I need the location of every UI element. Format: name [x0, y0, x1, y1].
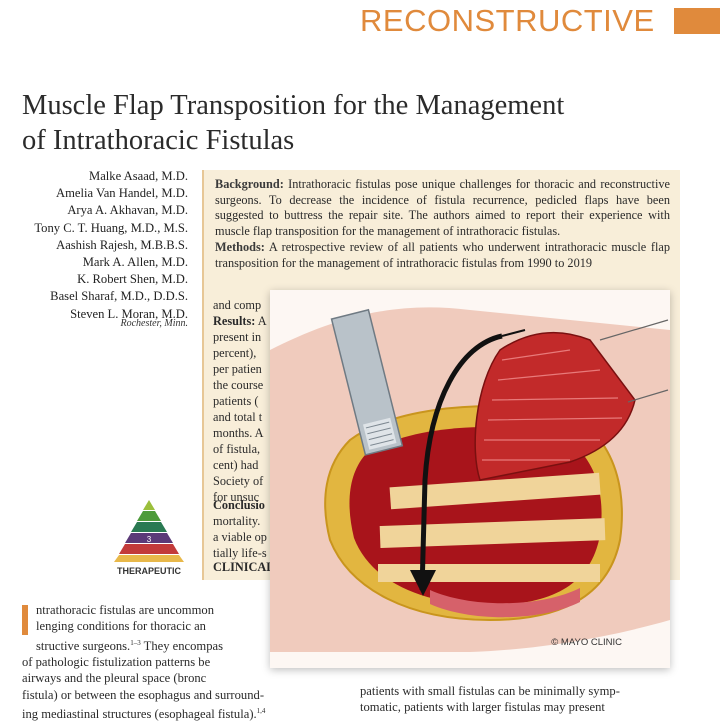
author: Amelia Van Handel, M.D.	[56, 186, 188, 201]
article-title: Muscle Flap Transposition for the Manage…	[22, 88, 682, 158]
results-heading: Results:	[213, 314, 256, 328]
evidence-label: THERAPEUTIC	[117, 566, 182, 576]
surgical-illustration: © MAYO CLINIC	[270, 290, 670, 668]
abstract-fragment: percent),	[213, 346, 257, 360]
author-list: Malke Asaad, M.D. Amelia Van Handel, M.D…	[10, 168, 188, 323]
author: K. Robert Shen, M.D.	[77, 272, 188, 287]
body-text-column: ntrathoracic fistulas are uncommon lengi…	[22, 602, 340, 722]
abstract-text: Background: Intrathoracic fistulas pose …	[215, 177, 670, 271]
dropcap-bar	[22, 605, 28, 635]
abstract-fragment: months. A	[213, 426, 264, 440]
title-line-1: Muscle Flap Transposition for the Manage…	[22, 90, 565, 121]
body-line: structive surgeons.	[36, 638, 131, 653]
arrow-icon	[419, 333, 503, 591]
abstract-fragment: a viable op	[213, 530, 267, 544]
body-line-right: patients with small fistulas can be mini…	[360, 684, 620, 698]
author: Aashish Rajesh, M.B.B.S.	[56, 237, 188, 252]
abstract-fragment: of fistula,	[213, 442, 261, 456]
abstract-fragment: per patien	[213, 362, 262, 376]
clinical-label: CLINICAL	[213, 560, 275, 574]
abstract-fragment: present in	[213, 330, 262, 344]
author-location: Rochester, Minn.	[120, 318, 189, 329]
body-line: of pathologic fistulization patterns be	[22, 655, 211, 670]
citation: 1,4	[256, 706, 266, 715]
abstract-fragment: and total t	[213, 410, 263, 424]
body-line: ntrathoracic fistulas are uncommon	[36, 603, 214, 617]
abstract-fragment: cent) had	[213, 458, 259, 472]
results-line: Results: A	[213, 314, 275, 330]
evidence-level-number: 3	[147, 535, 152, 544]
section-accent-bar	[674, 8, 720, 34]
abstract-background: Background: Intrathoracic fistulas pose …	[215, 177, 670, 240]
body-line: fistula) or between the esophagus and su…	[22, 687, 265, 702]
body-line-right: tomatic, patients with larger fistulas m…	[360, 700, 605, 714]
methods-heading: Methods:	[215, 239, 265, 254]
results-fragment: A	[257, 314, 267, 328]
background-text: Intrathoracic fistulas pose unique chall…	[215, 177, 670, 239]
abstract-methods: Methods: A retrospective review of all p…	[215, 240, 670, 271]
evidence-level-pyramid: 3 THERAPEUTIC	[110, 498, 188, 576]
author: Steven L. Moran, M.D.	[70, 306, 188, 321]
abstract-fragment: Society of	[213, 474, 264, 488]
surgical-illustration-art	[270, 290, 670, 668]
author: Arya A. Akhavan, M.D.	[67, 203, 188, 218]
conclusion-heading: Conclusio	[213, 498, 265, 512]
citation: 1–3	[130, 638, 141, 647]
title-line-2: of Intrathoracic Fistulas	[22, 125, 295, 156]
body-line: They encompas	[140, 638, 224, 653]
figure-credit: © MAYO CLINIC	[551, 637, 622, 648]
section-label: RECONSTRUCTIVE	[360, 3, 655, 38]
abstract-fragment: tially life-s	[213, 546, 267, 560]
author: Malke Asaad, M.D.	[89, 169, 188, 183]
retractor-icon	[330, 308, 404, 456]
pyramid-icon: 3 THERAPEUTIC	[114, 500, 184, 576]
background-heading: Background:	[215, 177, 284, 191]
abstract-fragment: mortality.	[213, 514, 261, 528]
author: Basel Sharaf, M.D., D.D.S.	[50, 289, 188, 304]
abstract-fragment: for unsuc	[213, 490, 260, 504]
methods-text: A retrospective review of all patients w…	[215, 239, 670, 270]
body-line: ing mediastinal structures (esophageal f…	[22, 707, 257, 722]
abstract-fragment: patients (	[213, 394, 259, 408]
author: Tony C. T. Huang, M.D., M.S.	[34, 220, 188, 235]
body-line: airways and the pleural space (bronc	[22, 671, 207, 686]
body-line: lenging conditions for thoracic an	[36, 619, 206, 634]
abstract-fragment: the course	[213, 378, 264, 392]
author: Mark A. Allen, M.D.	[82, 255, 188, 270]
abstract-fragment: and comp	[213, 298, 262, 312]
body-paragraph: ntrathoracic fistulas are uncommon lengi…	[22, 602, 340, 722]
